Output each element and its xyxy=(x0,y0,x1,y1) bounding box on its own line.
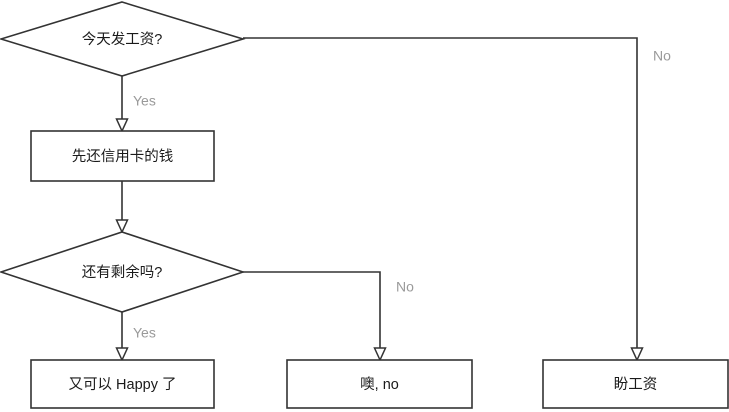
edges-layer xyxy=(115,37,644,362)
arrow-head-icon xyxy=(630,347,644,362)
node-label: 今天发工资? xyxy=(82,31,163,48)
edge-label-yes: Yes xyxy=(133,93,156,109)
flow-node-n6[interactable]: 盼工资 xyxy=(542,359,729,409)
decision-diamond[interactable] xyxy=(0,1,246,77)
decision-diamond[interactable] xyxy=(0,231,246,313)
flow-edge xyxy=(243,271,387,362)
edge-line xyxy=(243,37,638,354)
flow-edge xyxy=(115,181,129,234)
flow-node-n1[interactable]: 今天发工资? xyxy=(0,1,246,77)
edge-line xyxy=(243,271,381,354)
node-label: 还有剩余吗? xyxy=(82,263,163,281)
arrow-head-icon xyxy=(115,219,129,234)
flow-node-n5[interactable]: 噢, no xyxy=(286,359,473,409)
edge-label-yes: Yes xyxy=(133,325,156,341)
flow-node-n2[interactable]: 先还信用卡的钱 xyxy=(30,130,215,182)
arrow-head-icon xyxy=(373,347,387,362)
flow-node-n3[interactable]: 还有剩余吗? xyxy=(0,231,246,313)
edge-label-no: No xyxy=(653,48,671,64)
process-rect[interactable] xyxy=(286,359,473,409)
flow-edge xyxy=(243,37,644,362)
process-rect[interactable] xyxy=(30,359,215,409)
node-label: 盼工资 xyxy=(614,376,658,393)
node-label: 又可以 Happy 了 xyxy=(69,376,177,393)
node-label: 先还信用卡的钱 xyxy=(72,148,174,165)
flow-node-n4[interactable]: 又可以 Happy 了 xyxy=(30,359,215,409)
arrow-head-icon xyxy=(115,118,129,133)
process-rect[interactable] xyxy=(30,130,215,182)
node-label: 噢, no xyxy=(360,375,399,393)
arrow-head-icon xyxy=(115,347,129,362)
flow-edge xyxy=(115,76,129,133)
process-rect[interactable] xyxy=(542,359,729,409)
flow-edge xyxy=(115,312,129,362)
edge-label-no: No xyxy=(396,279,414,295)
